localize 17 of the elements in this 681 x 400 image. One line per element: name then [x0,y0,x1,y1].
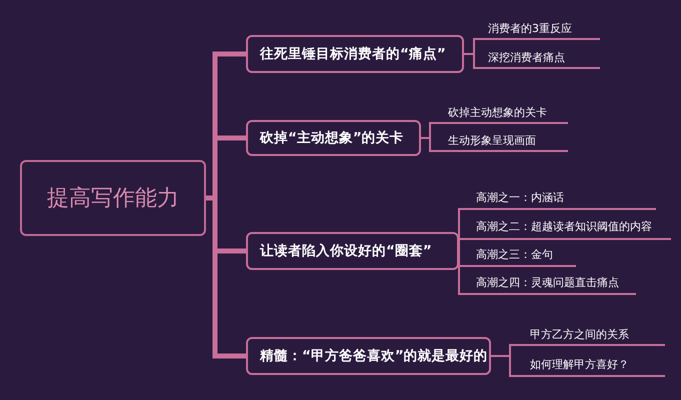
subtopic-label: 砍掉主动想象的关卡 [438,103,568,124]
subtopic-label: 深挖消费者痛点 [478,47,600,69]
subtopic-label: 高潮之一：内涵话 [466,186,656,210]
subtopic-label: 如何理解甲方喜好？ [520,354,665,377]
subtopic-label: 甲方乙方之间的关系 [520,324,665,346]
connector-line [458,238,466,252]
subtopic-label: 消费者的3重反应 [478,18,600,40]
subtopic-label: 高潮之二：超越读者知识阈值的内容 [466,214,671,240]
topic-box: 砍掉“主动想象”的关卡 [246,120,421,156]
topic-box: 让读者陷入你设好的“圈套” [246,232,459,270]
topic-box: 往死里锤目标消费者的“痛点” [246,35,464,73]
subtopic-label: 高潮之三：金句 [466,244,576,267]
subtopic-label: 高潮之四：灵魂问题直击痛点 [466,272,636,295]
subtopic-label: 生动形象呈现画面 [438,131,568,152]
central-topic-box: 提高写作能力 [20,160,206,236]
topic-box: 精髓：“甲方爸爸喜欢”的就是最好的 [246,337,491,375]
connector-line [421,137,438,152]
